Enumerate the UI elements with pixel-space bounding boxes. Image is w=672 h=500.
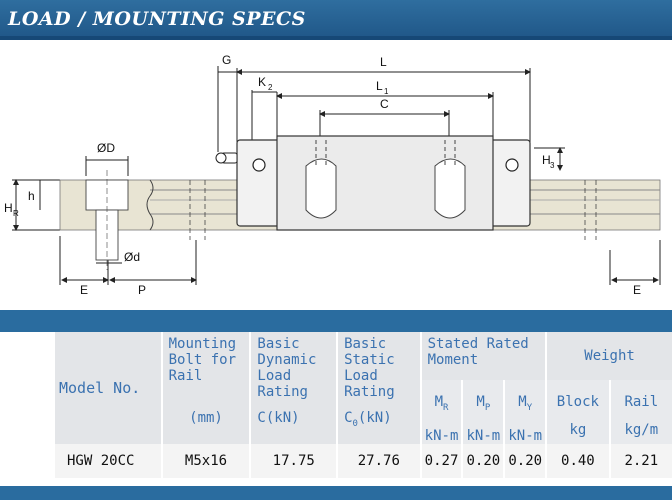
label-e-right: E (633, 283, 641, 297)
bolt-unit: (mm) (189, 410, 223, 426)
moment-r-unit: kN-m (424, 427, 459, 444)
dynamic-header-line2: Dynamic (257, 352, 317, 368)
moment-header-line1: Stated Rated (427, 336, 529, 352)
moment-r-sub: R (443, 402, 449, 413)
technical-drawing: G L K 2 L 1 C ØD H 3 H R h Ød E P E (4, 53, 661, 297)
block-header: Block (556, 394, 599, 410)
dynamic-header-line4: Rating (257, 384, 308, 400)
specs-table-area: Model No. Mounting Bolt for Rail (mm) Ba… (0, 332, 672, 486)
static-unit-tail: (kN) (357, 410, 392, 426)
block-unit: kg (569, 422, 587, 438)
static-header-line3: Load (344, 368, 378, 384)
label-h3-sub: 3 (550, 161, 555, 170)
specs-table: Model No. Mounting Bolt for Rail (mm) Ba… (55, 332, 672, 478)
moment-y-cell: MY kN-m (503, 380, 547, 444)
label-g: G (222, 53, 231, 67)
bolt-header-line2: Bolt for (168, 352, 237, 368)
label-h3: H (542, 153, 551, 167)
moment-y-symbol: MY (505, 394, 545, 416)
section-header: LOAD / MOUNTING SPECS (0, 0, 672, 40)
label-l: L (380, 55, 387, 69)
moment-y-unit: kN-m (508, 427, 543, 444)
label-phi-d-upper: ØD (97, 141, 115, 155)
static-header-cell: Basic Static Load Rating C0(kN) (336, 332, 421, 444)
moment-r-sym: M (434, 394, 444, 410)
row-static: 27.76 (336, 443, 421, 478)
dimension-lines (12, 66, 661, 285)
static-unit: C0(kN) (344, 410, 414, 432)
weight-header: Weight (545, 332, 672, 380)
table-bottom-bar (0, 486, 672, 500)
dynamic-header-line1: Basic (257, 336, 300, 352)
static-header-line2: Static (344, 352, 395, 368)
moment-p-cell: MP kN-m (461, 380, 505, 444)
label-l1: L (376, 79, 383, 93)
label-h: h (28, 189, 35, 203)
moment-p-sym: M (476, 394, 485, 410)
label-hr: H (4, 201, 13, 215)
moment-r-cell: MR kN-m (419, 380, 463, 444)
label-hr-sub: R (13, 209, 19, 218)
label-p: P (138, 283, 146, 297)
label-k2: K (258, 75, 266, 89)
row-mr: 0.27 (419, 443, 463, 478)
label-k2-sub: 2 (268, 83, 273, 92)
row-block: 0.40 (545, 443, 610, 478)
dimension-labels: G L K 2 L 1 C ØD H 3 H R h Ød E P E (4, 53, 641, 297)
row-bolt: M5x16 (160, 443, 251, 478)
bolt-header-line1: Mounting (168, 336, 237, 352)
row-mp: 0.20 (461, 443, 505, 478)
moment-p-symbol: MP (463, 394, 503, 416)
table-row: HGW 20CC M5x16 17.75 27.76 0.27 0.20 0.2… (55, 443, 672, 478)
table-top-bar (0, 310, 672, 332)
row-dynamic: 17.75 (249, 443, 338, 478)
block-weight-cell: Block kg (545, 380, 610, 444)
static-header-line1: Basic (344, 336, 387, 352)
row-model: HGW 20CC (55, 443, 162, 478)
label-e-left: E (80, 283, 88, 297)
dynamic-header-line3: Load (257, 368, 292, 384)
row-rail: 2.21 (608, 443, 672, 478)
label-l1-sub: 1 (384, 87, 389, 96)
rail-header: Rail (624, 394, 659, 410)
moment-p-sub: P (484, 402, 491, 413)
dynamic-unit: C(kN) (257, 410, 300, 426)
header-stripe (0, 36, 672, 40)
model-header: Model No. (55, 332, 162, 444)
carriage-block (215, 135, 531, 231)
rail-unit: kg/m (624, 422, 659, 438)
moment-y-sym: M (518, 394, 527, 410)
moment-header-line2: Moment (427, 352, 479, 368)
section-title: LOAD / MOUNTING SPECS (8, 8, 306, 30)
label-phi-d-lower: Ød (124, 250, 140, 264)
bolt-header-line3: Rail (168, 368, 203, 384)
moment-p-unit: kN-m (466, 427, 501, 444)
moment-header-cell: Stated Rated Moment (419, 332, 547, 380)
static-unit-symbol: C (344, 410, 353, 426)
static-header-line4: Rating (344, 384, 395, 400)
moment-r-symbol: MR (422, 394, 462, 416)
bolt-header-cell: Mounting Bolt for Rail (mm) (160, 332, 251, 444)
row-my: 0.20 (503, 443, 547, 478)
rail-weight-cell: Rail kg/m (608, 380, 672, 444)
static-unit-sub: 0 (352, 418, 358, 429)
label-c: C (380, 97, 389, 111)
moment-y-sub: Y (526, 402, 533, 413)
dynamic-header-cell: Basic Dynamic Load Rating C(kN) (249, 332, 338, 444)
